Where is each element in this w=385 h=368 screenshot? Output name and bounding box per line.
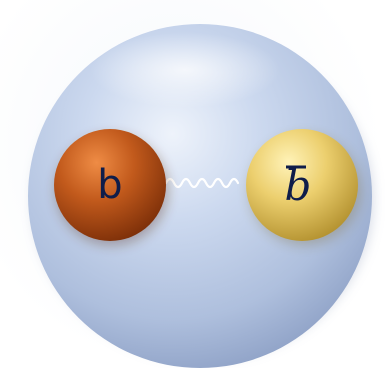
antiquark-label: b — [285, 161, 312, 210]
quark-label: b — [97, 162, 122, 208]
hadron-sphere — [28, 24, 373, 368]
gluon-wavy-line-icon — [164, 177, 240, 189]
antiquark-sphere: b — [246, 129, 361, 245]
quark-sphere: b — [54, 129, 168, 245]
